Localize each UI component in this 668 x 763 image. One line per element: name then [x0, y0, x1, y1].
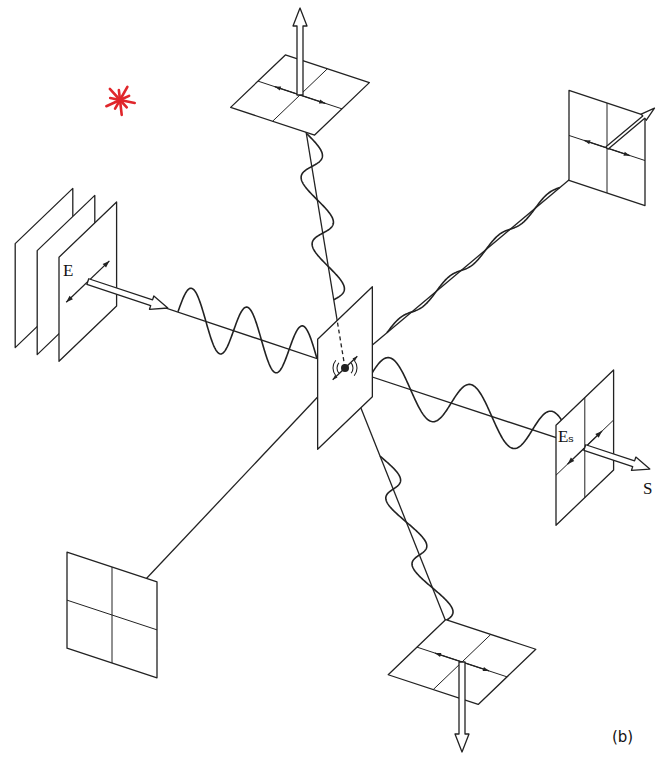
screens — [15, 55, 645, 705]
intensity-arrow — [293, 8, 307, 95]
field-label: E — [63, 262, 73, 279]
emission-arc — [354, 360, 357, 375]
arrow-head — [435, 653, 441, 657]
scatterer — [318, 287, 373, 449]
waves — [178, 133, 573, 621]
vector-label: S — [643, 480, 652, 497]
field-label: Eₛ — [558, 428, 574, 445]
arrow-head — [352, 356, 357, 361]
scattered-wave — [387, 188, 560, 333]
screen-grid-line — [112, 567, 113, 663]
arrow-head — [66, 296, 73, 303]
incident-wave — [178, 288, 317, 373]
detector-screen — [67, 552, 157, 678]
axis-line — [345, 148, 607, 368]
scattered-wave — [301, 133, 344, 300]
arrow-head — [319, 99, 325, 103]
asterisk-ray — [106, 100, 120, 106]
screen-outline — [556, 370, 614, 525]
arrow-head — [333, 375, 338, 380]
asterisk-ray — [110, 89, 120, 100]
intensity-arrow — [606, 108, 654, 149]
arrow-head — [596, 431, 603, 438]
emission-arc — [333, 360, 336, 375]
incident-screen: E — [59, 202, 117, 361]
polarization-arrow — [333, 356, 358, 380]
red-asterisk — [106, 87, 134, 115]
arrow-head — [623, 152, 629, 156]
beam-line — [345, 368, 585, 447]
arrow-head — [483, 667, 489, 671]
emission-arc — [337, 363, 339, 373]
screen-outline — [59, 202, 117, 361]
intensity-arrow — [455, 662, 469, 752]
direction-arrows — [293, 8, 654, 752]
figure-label: (b) — [612, 730, 633, 745]
asterisk-ray — [120, 96, 129, 100]
scatterer-dot — [341, 364, 349, 372]
emission-arc — [351, 363, 353, 373]
propagation-arrow — [87, 279, 168, 310]
scattered-wave — [370, 358, 573, 449]
arrow-head — [568, 457, 575, 464]
arrow-head — [584, 140, 590, 144]
hidden-axis-line — [337, 322, 345, 368]
scattering-plate — [318, 287, 373, 449]
poynting-arrow — [584, 444, 650, 470]
arrow-head — [103, 261, 110, 268]
asterisk-ray — [120, 100, 122, 115]
scattered-screen: Eₛ — [556, 370, 614, 525]
arrow-head — [275, 87, 281, 91]
scattered-wave — [380, 456, 453, 621]
axis-lines — [88, 95, 607, 662]
